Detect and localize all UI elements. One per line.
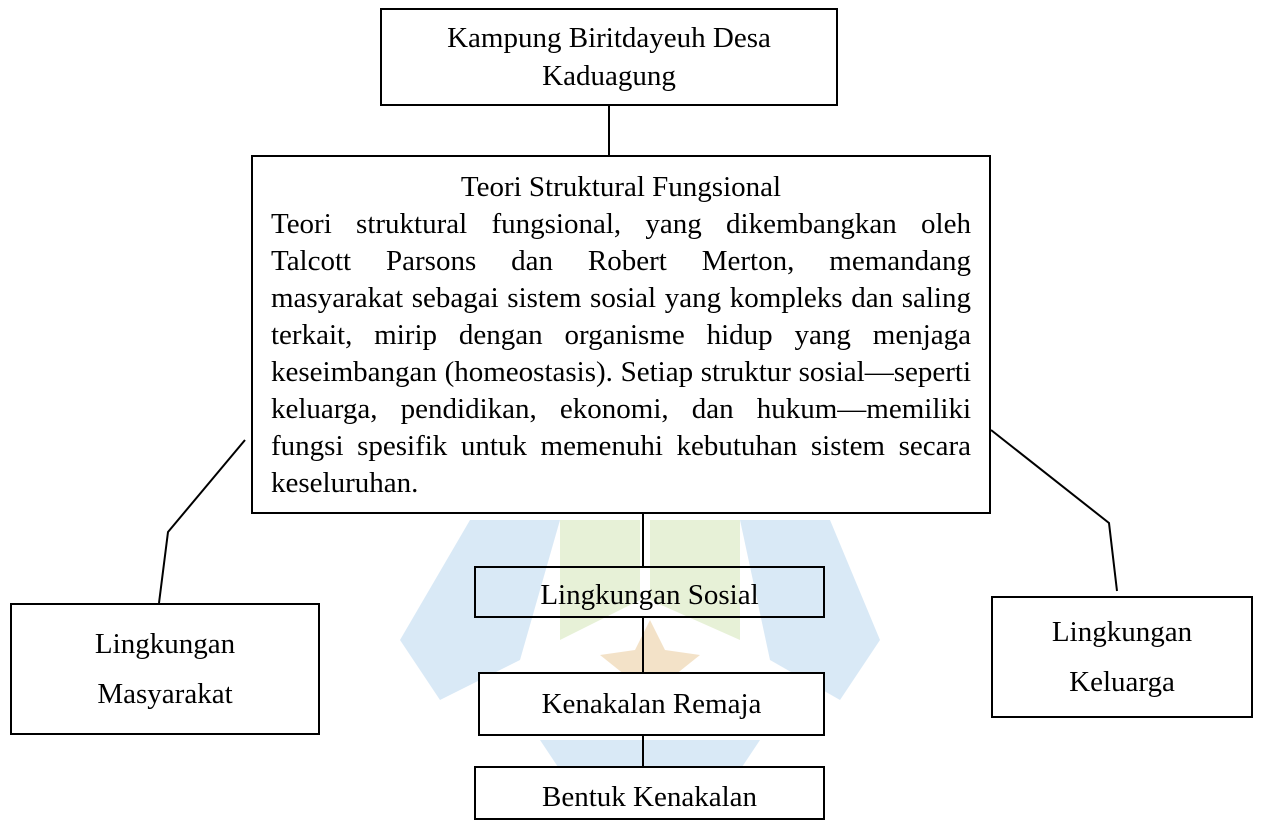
node-kenakalan-remaja-label: Kenakalan Remaja bbox=[541, 688, 762, 720]
node-lingkungan-masyarakat-line2: Masyarakat bbox=[97, 678, 233, 710]
node-lingkungan-keluarga: Lingkungan Keluarga bbox=[991, 596, 1253, 718]
node-theory-title: Teori Struktural Fungsional bbox=[460, 171, 782, 203]
node-lingkungan-keluarga-line2: Keluarga bbox=[1069, 666, 1175, 698]
watermark-blue-left bbox=[400, 520, 560, 700]
connector-theory-masyarakat bbox=[158, 439, 246, 604]
connector-theory-keluarga bbox=[990, 429, 1118, 592]
watermark-blue-right bbox=[740, 520, 880, 700]
node-lingkungan-sosial-label: Lingkungan Sosial bbox=[540, 579, 759, 611]
node-bentuk-kenakalan-label: Bentuk Kenakalan bbox=[541, 781, 757, 813]
node-lingkungan-masyarakat-line1: Lingkungan bbox=[94, 628, 236, 660]
node-lingkungan-masyarakat: Lingkungan Masyarakat bbox=[10, 603, 320, 735]
node-kampung-label: Kampung Biritdayeuh Desa Kaduagung bbox=[447, 22, 771, 92]
watermark-green-right bbox=[650, 520, 740, 640]
watermark-green-left bbox=[560, 520, 640, 640]
node-kampung: Kampung Biritdayeuh Desa Kaduagung bbox=[380, 8, 838, 106]
node-lingkungan-sosial: Lingkungan Sosial bbox=[474, 566, 825, 618]
node-lingkungan-keluarga-line1: Lingkungan bbox=[1051, 616, 1193, 648]
node-kenakalan-remaja: Kenakalan Remaja bbox=[478, 672, 825, 736]
node-bentuk-kenakalan: Bentuk Kenakalan bbox=[474, 766, 825, 820]
node-theory-body: Teori struktural fungsional, yang dikemb… bbox=[271, 208, 971, 499]
node-theory: Teori Struktural Fungsional Teori strukt… bbox=[251, 155, 991, 514]
